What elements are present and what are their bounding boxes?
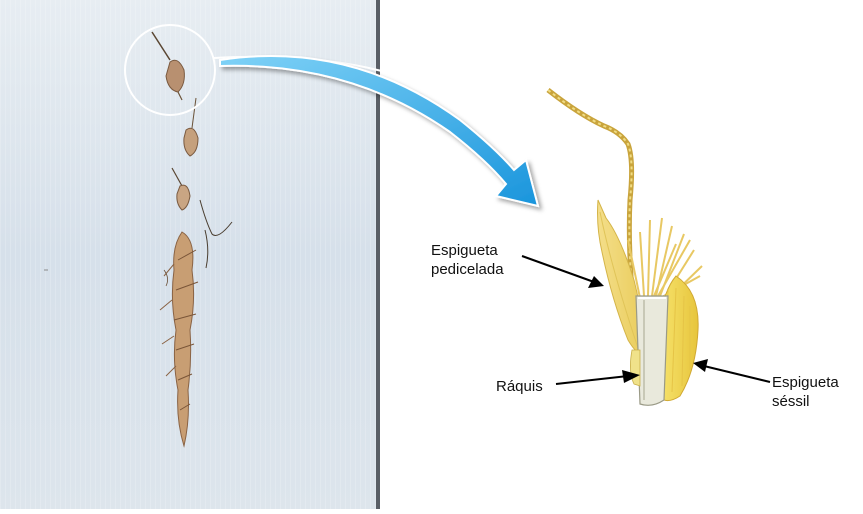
label-pedicelada-line1: Espigueta bbox=[431, 241, 504, 260]
label-espigueta-pedicelada: Espigueta pedicelada bbox=[431, 241, 504, 279]
label-sessil-line1: Espigueta bbox=[772, 373, 839, 392]
label-raquis: Ráquis bbox=[496, 377, 543, 396]
label-pedicelada-line2: pedicelada bbox=[431, 260, 504, 279]
rachis bbox=[636, 296, 668, 405]
label-raquis-text: Ráquis bbox=[496, 377, 543, 396]
spikelet-illustration bbox=[548, 90, 702, 405]
label-sessil-line2: séssil bbox=[772, 392, 839, 411]
arrow-raquis bbox=[556, 370, 640, 384]
label-espigueta-sessil: Espigueta séssil bbox=[772, 373, 839, 411]
arrow-sessil bbox=[693, 359, 770, 382]
arrow-pedicelada bbox=[522, 256, 604, 288]
